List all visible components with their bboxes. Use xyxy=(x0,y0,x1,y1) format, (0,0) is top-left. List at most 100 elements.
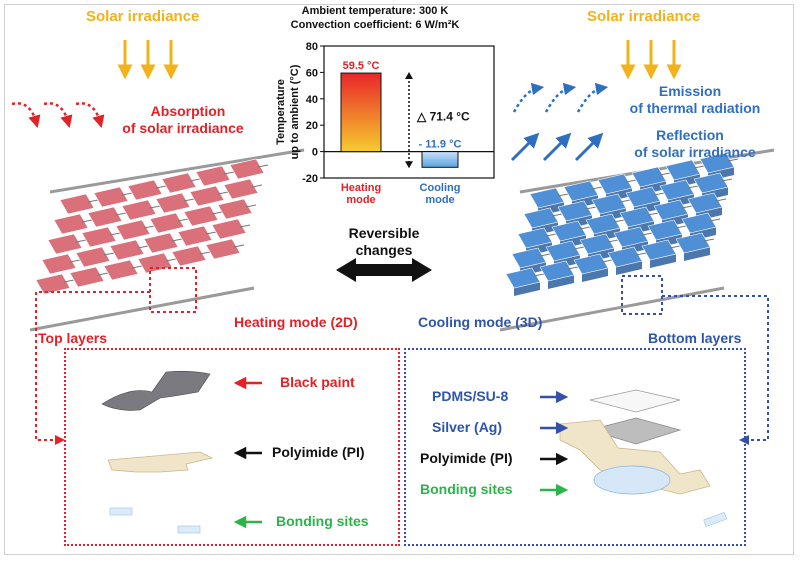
cell-top xyxy=(647,219,683,241)
cell-top xyxy=(539,260,575,282)
cell-interconnect xyxy=(97,272,109,276)
cell-interconnect xyxy=(675,225,687,229)
emission-label-line1: Emission xyxy=(658,83,722,99)
cell-interconnect xyxy=(115,212,127,216)
cell-top xyxy=(137,252,173,274)
difference-arrow-head-up xyxy=(405,72,413,80)
y-tick-label: 60 xyxy=(306,67,318,79)
array-rail xyxy=(29,286,255,332)
cell-top xyxy=(59,193,95,215)
cell-top xyxy=(217,198,253,220)
y-tick-label: 40 xyxy=(306,94,318,106)
cell-top xyxy=(121,199,157,221)
cell-top xyxy=(687,192,723,214)
cell-interconnect xyxy=(693,165,705,169)
cell-interconnect xyxy=(137,245,149,249)
cell-interconnect xyxy=(155,185,167,189)
reflection-label-line1: Reflection xyxy=(656,127,724,143)
bottom-layer-stack xyxy=(559,389,728,527)
cell-top xyxy=(699,152,735,174)
cell-top xyxy=(161,172,197,194)
difference-arrow-head-down xyxy=(405,161,413,169)
cell-top xyxy=(681,212,717,234)
cell-top xyxy=(511,247,547,269)
y-axis-label-line2: up to ambient (°C) xyxy=(289,64,301,159)
bottom-layer-label-arrows xyxy=(540,390,569,497)
cell-top xyxy=(591,193,627,215)
cell-top xyxy=(205,238,241,260)
cell-interconnect xyxy=(687,185,699,189)
cell-top xyxy=(529,187,565,209)
cell-top xyxy=(563,180,599,202)
cell-interconnect xyxy=(109,232,121,236)
emission-arrows xyxy=(512,82,609,113)
cell-interconnect xyxy=(539,253,551,257)
cell-interconnect xyxy=(669,245,681,249)
bar-value-label-heating: 59.5 °C xyxy=(343,60,380,72)
cell-interconnect xyxy=(183,198,195,202)
cell-interconnect xyxy=(87,199,99,203)
cell-top xyxy=(229,158,265,180)
cell-interconnect xyxy=(165,258,177,262)
cell-top xyxy=(93,186,129,208)
cell-interconnect xyxy=(251,184,263,188)
cell-interconnect xyxy=(211,211,223,215)
cell-interconnect xyxy=(715,198,727,202)
cooling-device-array xyxy=(499,148,775,332)
y-tick-label: 80 xyxy=(306,41,318,53)
cell-top xyxy=(115,219,151,241)
cell-side xyxy=(548,275,574,289)
cell-top xyxy=(625,186,661,208)
bottom-layer-item-silver: Silver (Ag) xyxy=(432,419,503,435)
x-category-label-heating: mode xyxy=(346,194,375,206)
heating-mode-label: Heating mode (2D) xyxy=(234,314,358,330)
cell-top xyxy=(607,246,643,268)
cell-interconnect xyxy=(69,259,81,263)
cell-interconnect xyxy=(257,164,269,168)
cell-top xyxy=(523,207,559,229)
cell-top xyxy=(585,213,621,235)
cell-interconnect xyxy=(619,199,631,203)
cell-interconnect xyxy=(659,172,671,176)
plot-area xyxy=(323,45,495,179)
cell-interconnect xyxy=(189,178,201,182)
cell-interconnect xyxy=(233,244,245,248)
x-category-label-cooling: mode xyxy=(425,194,454,206)
cell-side xyxy=(650,254,676,268)
cell-top xyxy=(183,205,219,227)
cell-top xyxy=(557,200,593,222)
cell-side xyxy=(684,247,710,261)
absorption-label-line2: of solar irradiance xyxy=(122,120,244,136)
top-layer-item-polyimide: Polyimide (PI) xyxy=(272,444,365,460)
bottom-layer-item-pdms: PDMS/SU-8 xyxy=(432,388,509,404)
cell-top xyxy=(143,232,179,254)
cell-interconnect xyxy=(533,273,545,277)
top-layer-stack xyxy=(101,371,214,534)
cell-interconnect xyxy=(567,266,579,270)
cell-interconnect xyxy=(239,224,251,228)
reversible-label-line2: changes xyxy=(355,242,413,258)
cell-top xyxy=(653,199,689,221)
cell-interconnect xyxy=(607,239,619,243)
cell-top xyxy=(127,179,163,201)
top-layer-label-arrows xyxy=(233,376,262,529)
cell-top xyxy=(81,226,117,248)
cell-top xyxy=(545,240,581,262)
cell-interconnect xyxy=(103,252,115,256)
chart-header-line1: Ambient temperature: 300 K xyxy=(301,5,449,17)
cell-top xyxy=(149,212,185,234)
absorption-label-line1: Absorption xyxy=(150,103,226,119)
right-connector xyxy=(621,275,769,445)
cell-top xyxy=(551,220,587,242)
cell-top xyxy=(53,213,89,235)
cell-interconnect xyxy=(681,205,693,209)
cell-top xyxy=(177,225,213,247)
cell-interconnect xyxy=(75,239,87,243)
x-category-label-heating: Heating xyxy=(341,182,381,194)
cell-interconnect xyxy=(585,206,597,210)
cell-interconnect xyxy=(601,259,613,263)
cell-top xyxy=(171,245,207,267)
cell-interconnect xyxy=(81,219,93,223)
cell-top xyxy=(505,267,541,289)
cell-interconnect xyxy=(647,212,659,216)
